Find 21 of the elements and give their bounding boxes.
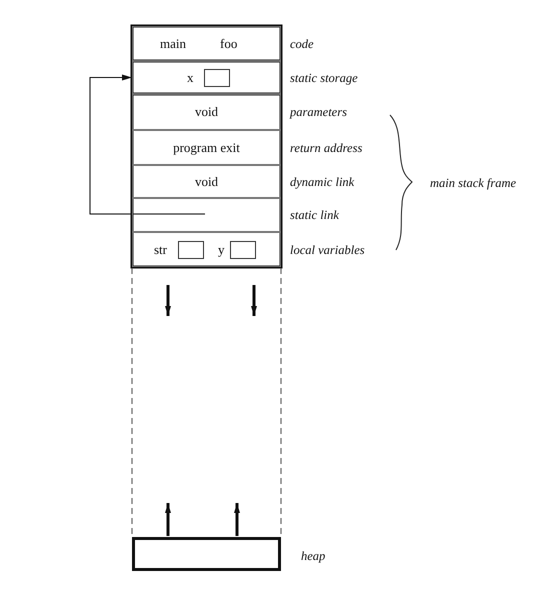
- region-label: return address: [290, 140, 362, 156]
- link-arrow: [90, 74, 206, 214]
- value-box: [204, 69, 230, 87]
- cell-text: void: [194, 104, 220, 120]
- value-box: [178, 241, 204, 259]
- cell-text: main: [160, 36, 186, 52]
- value-box: [230, 241, 256, 259]
- region-label: code: [290, 36, 314, 52]
- region-label: static link: [290, 207, 339, 223]
- region-label: dynamic link: [290, 174, 354, 190]
- cell-text: str: [154, 242, 167, 258]
- region-label: heap: [301, 548, 326, 564]
- region-label: local variables: [290, 242, 365, 258]
- cell-text: void: [194, 174, 220, 190]
- cell-text: program exit: [172, 140, 241, 156]
- region-label: parameters: [290, 104, 347, 120]
- brace-label: main stack frame: [430, 175, 516, 191]
- cell-text: foo: [220, 36, 238, 52]
- region-label: static storage: [290, 70, 358, 86]
- cell-text: y: [218, 242, 224, 258]
- cell-text: x: [187, 70, 194, 86]
